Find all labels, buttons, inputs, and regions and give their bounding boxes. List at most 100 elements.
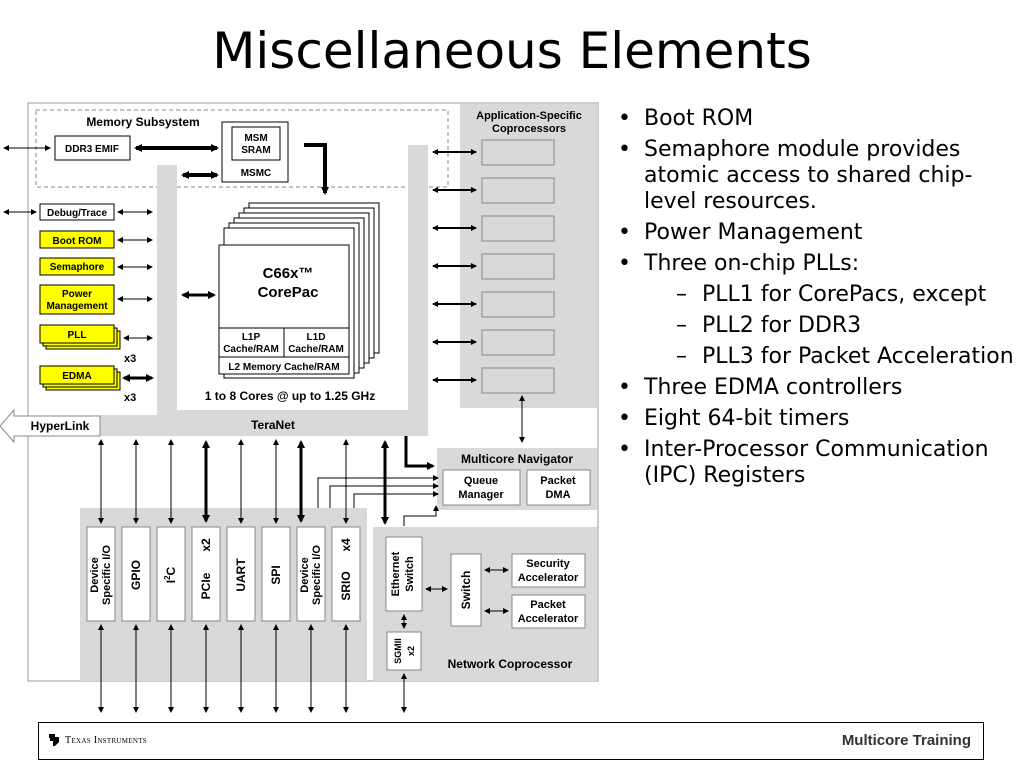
pcie-box [191,526,221,622]
navigator-connector [317,475,439,512]
sub-bullet-pll2: PLL2 for DDR3 [618,313,1018,339]
peripheral-boxes [86,526,361,622]
bullet-power: Power Management [618,220,1018,246]
l2-label: L2 Memory Cache/RAM [228,362,339,373]
spi-label: SPI [269,565,283,584]
bullet-list: Boot ROM Semaphore module provides atomi… [618,106,1018,494]
coproc-slot [481,139,555,166]
pll-box [39,324,115,344]
hyperlink-label: HyperLink [31,419,90,433]
ti-company-name: Texas Instruments [65,734,147,746]
i2c-label-sup: 2 [163,575,172,580]
i2c-label-c: C [164,566,178,575]
sub-bullet-pll3: PLL3 for Packet Acceleration [618,344,1018,370]
i2c-label: I2C [163,566,178,583]
app-coproc-label-2: Coprocessors [492,123,566,135]
ethernet-switch-label: Switch [404,556,416,592]
pll-label: PLL [68,330,87,341]
msmc-label: MSMC [241,168,272,179]
coproc-slot [481,291,555,318]
hyperlink-arrow [0,408,101,444]
navigator-connectors [317,475,439,526]
navigator-connector [329,483,439,512]
boot-rom-box [39,230,115,249]
uart-label: UART [234,558,248,592]
boot-rom-label: Boot ROM [53,236,102,247]
bullet-ipc: Inter-Processor Communication (IPC) Regi… [618,437,1018,489]
debug-trace-box [39,203,115,221]
bullet-timers: Eight 64-bit timers [618,406,1018,432]
device-io-1-label-2: Specific I/O [101,545,113,605]
security-acc-label: Accelerator [518,572,579,584]
srio-box [331,526,361,622]
bullet-semaphore: Semaphore module provides atomic access … [618,137,1018,215]
multicore-training-label: Multicore Training [841,732,971,749]
pcie-x2-label: x2 [199,538,213,552]
edma-label: EDMA [62,371,91,382]
slide-title: Miscellaneous Elements [212,22,812,80]
srio-label: SRIO [339,571,353,600]
sgmii-x2-label: x2 [406,646,416,656]
manager-label: Manager [458,489,504,501]
packet-acc-box [511,594,586,629]
pcie-label: PCIe [199,572,213,599]
coproc-slot [481,215,555,242]
management-label: Management [46,301,108,312]
device-io-2-label-2: Specific I/O [311,545,323,605]
ethernet-label: Ethernet [390,551,402,596]
device-io-2-box [296,526,326,622]
spi-box [261,526,291,622]
packet-acc-label-1: Packet [530,599,566,611]
pll-x3-label: x3 [124,353,136,365]
power-mgmt-box [39,284,115,315]
srio-x4-label: x4 [339,538,353,552]
coproc-slot [481,253,555,280]
switch-label: Switch [459,571,473,610]
msm-sram-box [231,126,281,161]
uart-box [226,526,256,622]
bullet-edma: Three EDMA controllers [618,375,1018,401]
peripheral-arrows [98,439,349,713]
sgmii-box [386,631,422,671]
msm-label: MSM [244,133,267,144]
l1p-label: L1P [242,332,261,343]
coproc-arrows [432,149,477,383]
multicore-navigator-label: Multicore Navigator [461,452,573,466]
device-io-1-box [86,526,116,622]
l1d-label: L1D [307,332,326,343]
cores-label: 1 to 8 Cores @ up to 1.25 GHz [205,389,375,403]
network-coproc-label: Network Coprocessor [448,657,573,671]
footer-bar: Texas Instruments Multicore Training [38,722,984,760]
ti-logo-icon [49,734,59,746]
device-io-1-label-1: Device [89,557,101,592]
edma-x3-label: x3 [124,392,136,404]
l1d-cache-label: Cache/RAM [288,344,344,355]
sub-bullet-pll1: PLL1 for CorePacs, except [618,282,1018,308]
gpio-box [121,526,151,622]
msmc-core-arrow [304,143,329,195]
power-label: Power [62,289,92,300]
corepac-name-label: C66x™ [263,265,314,282]
sram-label: SRAM [241,145,270,156]
corepac-label: CorePac [258,284,319,301]
ti-logo: Texas Instruments [47,733,147,747]
ddr3-emif-box [54,135,131,161]
bullet-boot-rom: Boot ROM [618,106,1018,132]
switch-box [450,553,482,627]
queue-manager-box [442,469,521,506]
teranet-bus [100,145,428,436]
teranet-navigator-arrow [404,436,435,470]
packet-dma-label-1: Packet [540,475,576,487]
app-coproc-slots [481,139,555,394]
coproc-slot [481,177,555,204]
packet-dma-label-2: DMA [545,489,570,501]
packet-dma-box [526,469,591,506]
semaphore-label: Semaphore [50,262,105,273]
ethernet-switch-box [385,536,423,612]
memory-subsystem-label: Memory Subsystem [86,115,199,129]
i2c-box [156,526,186,622]
edma-box [39,365,115,385]
semaphore-box [39,257,115,276]
gpio-label: GPIO [129,560,143,590]
app-coproc-label-1: Application-Specific [476,110,582,122]
